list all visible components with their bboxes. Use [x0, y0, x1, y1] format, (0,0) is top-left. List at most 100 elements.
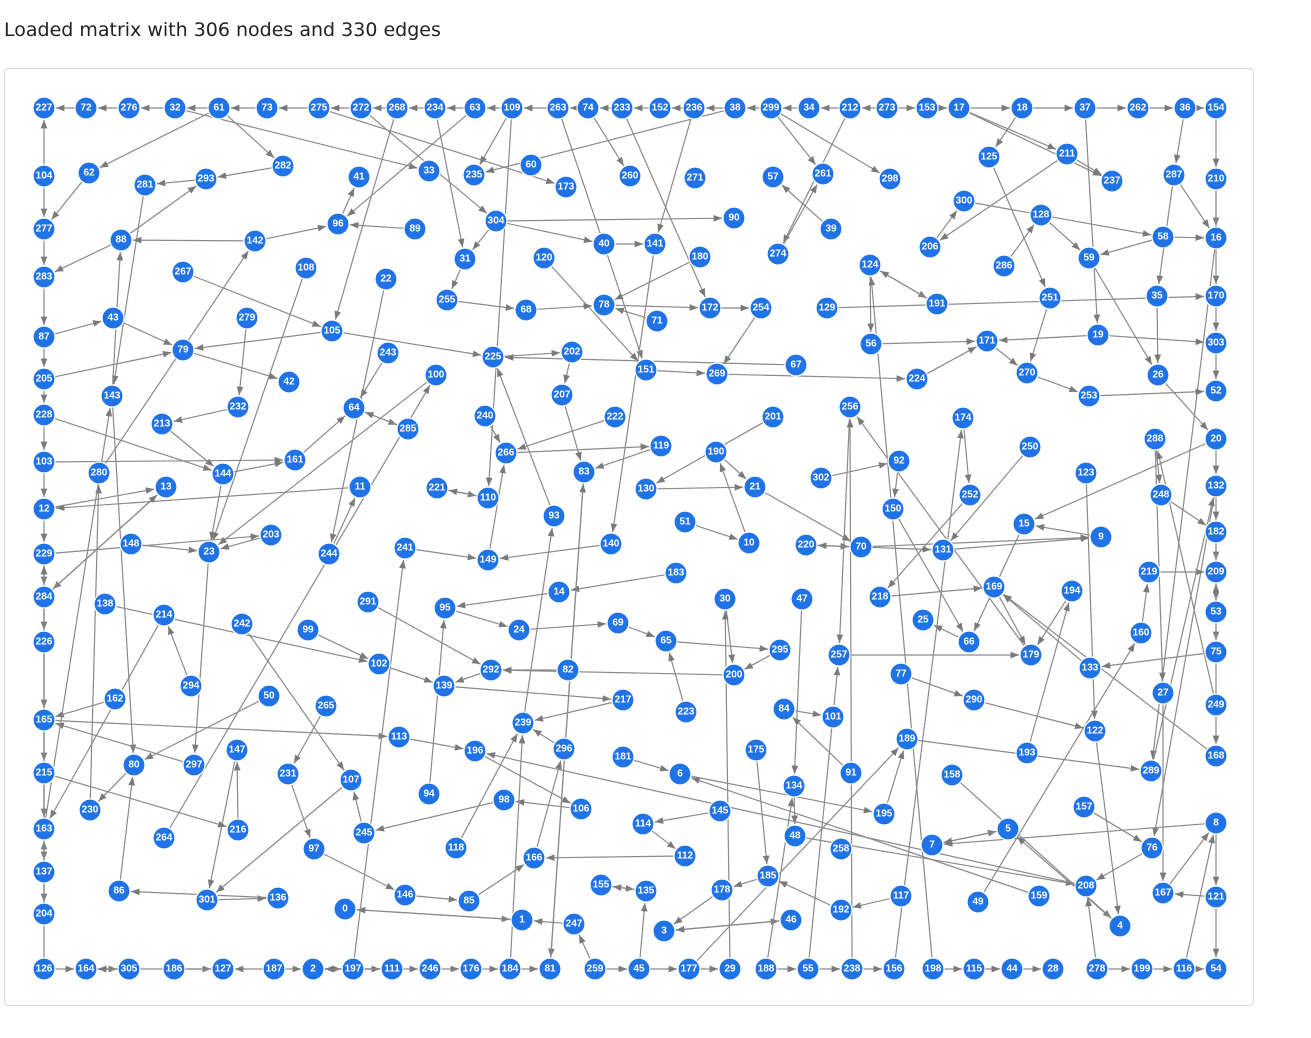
graph-node-116[interactable]: 116 [1172, 957, 1196, 981]
graph-node-143[interactable]: 143 [100, 384, 124, 408]
graph-node-156[interactable]: 156 [882, 957, 906, 981]
graph-node-113[interactable]: 113 [387, 725, 411, 749]
graph-node-269[interactable]: 269 [705, 362, 729, 386]
graph-node-63[interactable]: 63 [463, 96, 487, 120]
graph-node-295[interactable]: 295 [768, 638, 792, 662]
graph-node-285[interactable]: 285 [396, 417, 420, 441]
graph-node-148[interactable]: 148 [119, 532, 143, 556]
graph-node-6[interactable]: 6 [668, 762, 692, 786]
graph-node-187[interactable]: 187 [262, 957, 286, 981]
graph-node-150[interactable]: 150 [881, 497, 905, 521]
graph-node-171[interactable]: 171 [975, 329, 999, 353]
graph-node-152[interactable]: 152 [648, 96, 672, 120]
graph-node-300[interactable]: 300 [952, 189, 976, 213]
graph-node-293[interactable]: 293 [194, 167, 218, 191]
graph-node-137[interactable]: 137 [32, 860, 56, 884]
graph-node-214[interactable]: 214 [152, 603, 176, 627]
graph-node-200[interactable]: 200 [722, 663, 746, 687]
graph-node-117[interactable]: 117 [889, 884, 913, 908]
graph-node-291[interactable]: 291 [356, 590, 380, 614]
graph-node-10[interactable]: 10 [737, 531, 761, 555]
graph-node-236[interactable]: 236 [682, 96, 706, 120]
graph-node-34[interactable]: 34 [797, 96, 821, 120]
graph-node-101[interactable]: 101 [821, 705, 845, 729]
graph-node-229[interactable]: 229 [32, 542, 56, 566]
graph-node-88[interactable]: 88 [109, 228, 133, 252]
graph-node-103[interactable]: 103 [32, 450, 56, 474]
graph-node-247[interactable]: 247 [562, 912, 586, 936]
graph-node-181[interactable]: 181 [611, 745, 635, 769]
graph-node-71[interactable]: 71 [645, 309, 669, 333]
graph-node-112[interactable]: 112 [673, 844, 697, 868]
graph-node-178[interactable]: 178 [710, 878, 734, 902]
graph-node-287[interactable]: 287 [1162, 163, 1186, 187]
graph-node-294[interactable]: 294 [179, 674, 203, 698]
graph-node-22[interactable]: 22 [374, 267, 398, 291]
graph-node-245[interactable]: 245 [352, 821, 376, 845]
graph-node-67[interactable]: 67 [784, 353, 808, 377]
graph-node-252[interactable]: 252 [958, 483, 982, 507]
graph-node-161[interactable]: 161 [283, 448, 307, 472]
graph-node-221[interactable]: 221 [425, 476, 449, 500]
graph-node-80[interactable]: 80 [122, 753, 146, 777]
graph-node-70[interactable]: 70 [849, 535, 873, 559]
graph-node-1[interactable]: 1 [510, 908, 534, 932]
graph-node-271[interactable]: 271 [683, 166, 707, 190]
graph-node-149[interactable]: 149 [476, 548, 500, 572]
graph-node-107[interactable]: 107 [339, 768, 363, 792]
graph-node-102[interactable]: 102 [367, 652, 391, 676]
graph-node-303[interactable]: 303 [1204, 331, 1228, 355]
graph-node-145[interactable]: 145 [708, 799, 732, 823]
graph-node-267[interactable]: 267 [171, 260, 195, 284]
graph-node-211[interactable]: 211 [1055, 142, 1079, 166]
graph-node-36[interactable]: 36 [1173, 96, 1197, 120]
graph-node-270[interactable]: 270 [1015, 361, 1039, 385]
graph-node-264[interactable]: 264 [152, 826, 176, 850]
graph-node-155[interactable]: 155 [589, 873, 613, 897]
graph-node-237[interactable]: 237 [1100, 169, 1124, 193]
graph-node-195[interactable]: 195 [872, 802, 896, 826]
graph-node-114[interactable]: 114 [631, 812, 655, 836]
graph-node-208[interactable]: 208 [1074, 874, 1098, 898]
graph-node-106[interactable]: 106 [569, 797, 593, 821]
graph-node-26[interactable]: 26 [1146, 363, 1170, 387]
graph-node-31[interactable]: 31 [453, 247, 477, 271]
graph-node-206[interactable]: 206 [918, 235, 942, 259]
graph-node-4[interactable]: 4 [1108, 914, 1132, 938]
graph-node-305[interactable]: 305 [117, 957, 141, 981]
graph-node-244[interactable]: 244 [317, 542, 341, 566]
graph-node-100[interactable]: 100 [424, 363, 448, 387]
graph-node-234[interactable]: 234 [423, 96, 447, 120]
graph-node-60[interactable]: 60 [519, 153, 543, 177]
graph-node-158[interactable]: 158 [940, 763, 964, 787]
graph-node-18[interactable]: 18 [1010, 96, 1034, 120]
graph-node-126[interactable]: 126 [32, 957, 56, 981]
graph-node-265[interactable]: 265 [314, 694, 338, 718]
graph-node-258[interactable]: 258 [829, 837, 853, 861]
graph-node-203[interactable]: 203 [259, 523, 283, 547]
graph-node-248[interactable]: 248 [1149, 483, 1173, 507]
graph-node-298[interactable]: 298 [878, 167, 902, 191]
graph-node-2[interactable]: 2 [301, 957, 325, 981]
graph-node-15[interactable]: 15 [1012, 512, 1036, 536]
graph-node-172[interactable]: 172 [698, 296, 722, 320]
graph-node-104[interactable]: 104 [32, 164, 56, 188]
graph-node-82[interactable]: 82 [556, 658, 580, 682]
graph-node-185[interactable]: 185 [756, 864, 780, 888]
graph-node-75[interactable]: 75 [1204, 640, 1228, 664]
graph-node-226[interactable]: 226 [32, 630, 56, 654]
graph-node-51[interactable]: 51 [673, 510, 697, 534]
graph-node-49[interactable]: 49 [966, 890, 990, 914]
graph-node-259[interactable]: 259 [583, 957, 607, 981]
graph-node-110[interactable]: 110 [476, 486, 500, 510]
graph-node-47[interactable]: 47 [790, 587, 814, 611]
graph-node-135[interactable]: 135 [634, 879, 658, 903]
graph-node-160[interactable]: 160 [1129, 621, 1153, 645]
graph-node-73[interactable]: 73 [255, 96, 279, 120]
graph-node-275[interactable]: 275 [307, 96, 331, 120]
graph-node-238[interactable]: 238 [840, 957, 864, 981]
graph-node-5[interactable]: 5 [996, 817, 1020, 841]
graph-node-45[interactable]: 45 [627, 957, 651, 981]
graph-node-180[interactable]: 180 [688, 245, 712, 269]
